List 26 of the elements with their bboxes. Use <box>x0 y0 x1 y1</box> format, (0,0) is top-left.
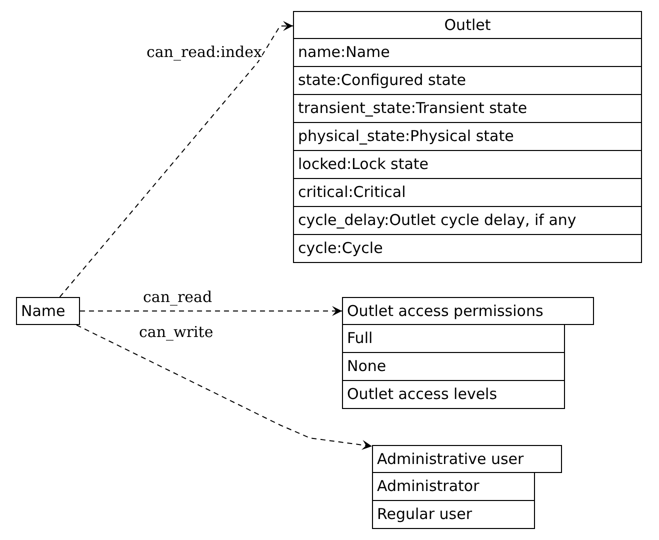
dashed-arrow <box>80 306 342 316</box>
dashed-arrow <box>76 324 372 450</box>
edge-label: can_write <box>139 325 214 340</box>
attribute-row: Outlet access levels <box>342 380 565 409</box>
attribute-row: physical_state:Physical state <box>293 122 642 151</box>
record-table <box>293 11 642 263</box>
table-header: Administrative user <box>372 445 562 473</box>
attribute-row: cycle_delay:Outlet cycle delay, if any <box>293 206 642 235</box>
attribute-row: transient_state:Transient state <box>293 94 642 123</box>
attribute-row: critical:Critical <box>293 178 642 207</box>
record-table <box>372 445 562 529</box>
table-header: Outlet access permissions <box>342 297 594 325</box>
edge-label: can_read <box>143 290 212 305</box>
attribute-row: Administrator <box>372 472 535 501</box>
attribute-row: name:Name <box>293 38 642 67</box>
attribute-row: Full <box>342 324 565 353</box>
record-table <box>342 297 594 409</box>
attribute-row: locked:Lock state <box>293 150 642 179</box>
attribute-row: state:Configured state <box>293 66 642 95</box>
dashed-arrow <box>59 20 294 298</box>
attribute-row: Regular user <box>372 500 535 529</box>
table-header: Name <box>16 297 80 325</box>
attribute-row: None <box>342 352 565 381</box>
attribute-row: cycle:Cycle <box>293 234 642 263</box>
table-header: Outlet <box>293 11 642 39</box>
edge-label: can_read:index <box>146 45 262 60</box>
